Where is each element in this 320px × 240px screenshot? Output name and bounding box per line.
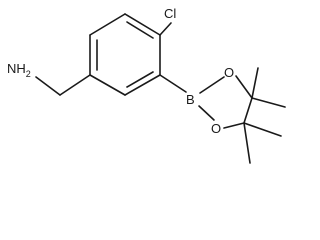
oxygen-upper-label: O: [224, 65, 234, 80]
boron-label: B: [186, 92, 195, 107]
bond-ch2-n: [35, 76, 61, 96]
methyl-bond-3: [243, 122, 282, 137]
methyl-bond-4: [243, 122, 251, 164]
ring-double-bond-3: [126, 71, 154, 88]
ring-bond-c4-c5: [124, 74, 161, 96]
benzene-ring: [89, 13, 161, 96]
amine-label: NH2: [7, 61, 31, 79]
bond-b-o-lower: [198, 105, 215, 121]
ring-double-bond-1: [126, 21, 154, 39]
bond-o-lower-c: [223, 122, 245, 129]
ring-bond-c2-c3: [124, 13, 161, 36]
oxygen-lower-label: O: [211, 121, 221, 136]
chlorine-label: Cl: [164, 6, 176, 21]
bond-ring-cl: [159, 22, 172, 36]
methyl-bond-1: [251, 67, 259, 99]
ring-bond-c1-c2: [89, 13, 126, 36]
bond-o-upper-c: [235, 75, 253, 99]
chemical-structure: NH2 Cl B O O: [7, 6, 286, 164]
bond-ring-ch2: [59, 74, 91, 96]
bond-b-o-upper: [199, 76, 225, 94]
methyl-bond-2: [251, 97, 286, 108]
bond-c-c-ring: [243, 97, 253, 124]
bond-ring-b: [159, 74, 187, 93]
ring-bond-c5-c6: [89, 74, 126, 96]
